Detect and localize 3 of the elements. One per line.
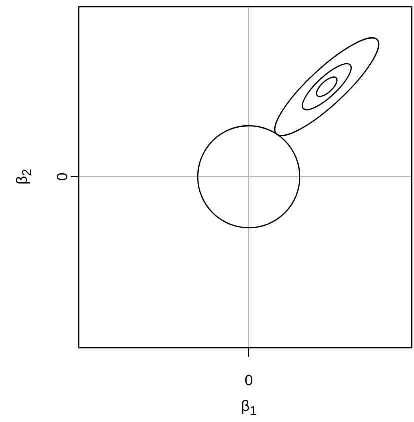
- tick-label: 0: [56, 172, 70, 182]
- axis-title: β$_{1}$: [241, 398, 257, 418]
- tick-label: 0: [244, 374, 254, 388]
